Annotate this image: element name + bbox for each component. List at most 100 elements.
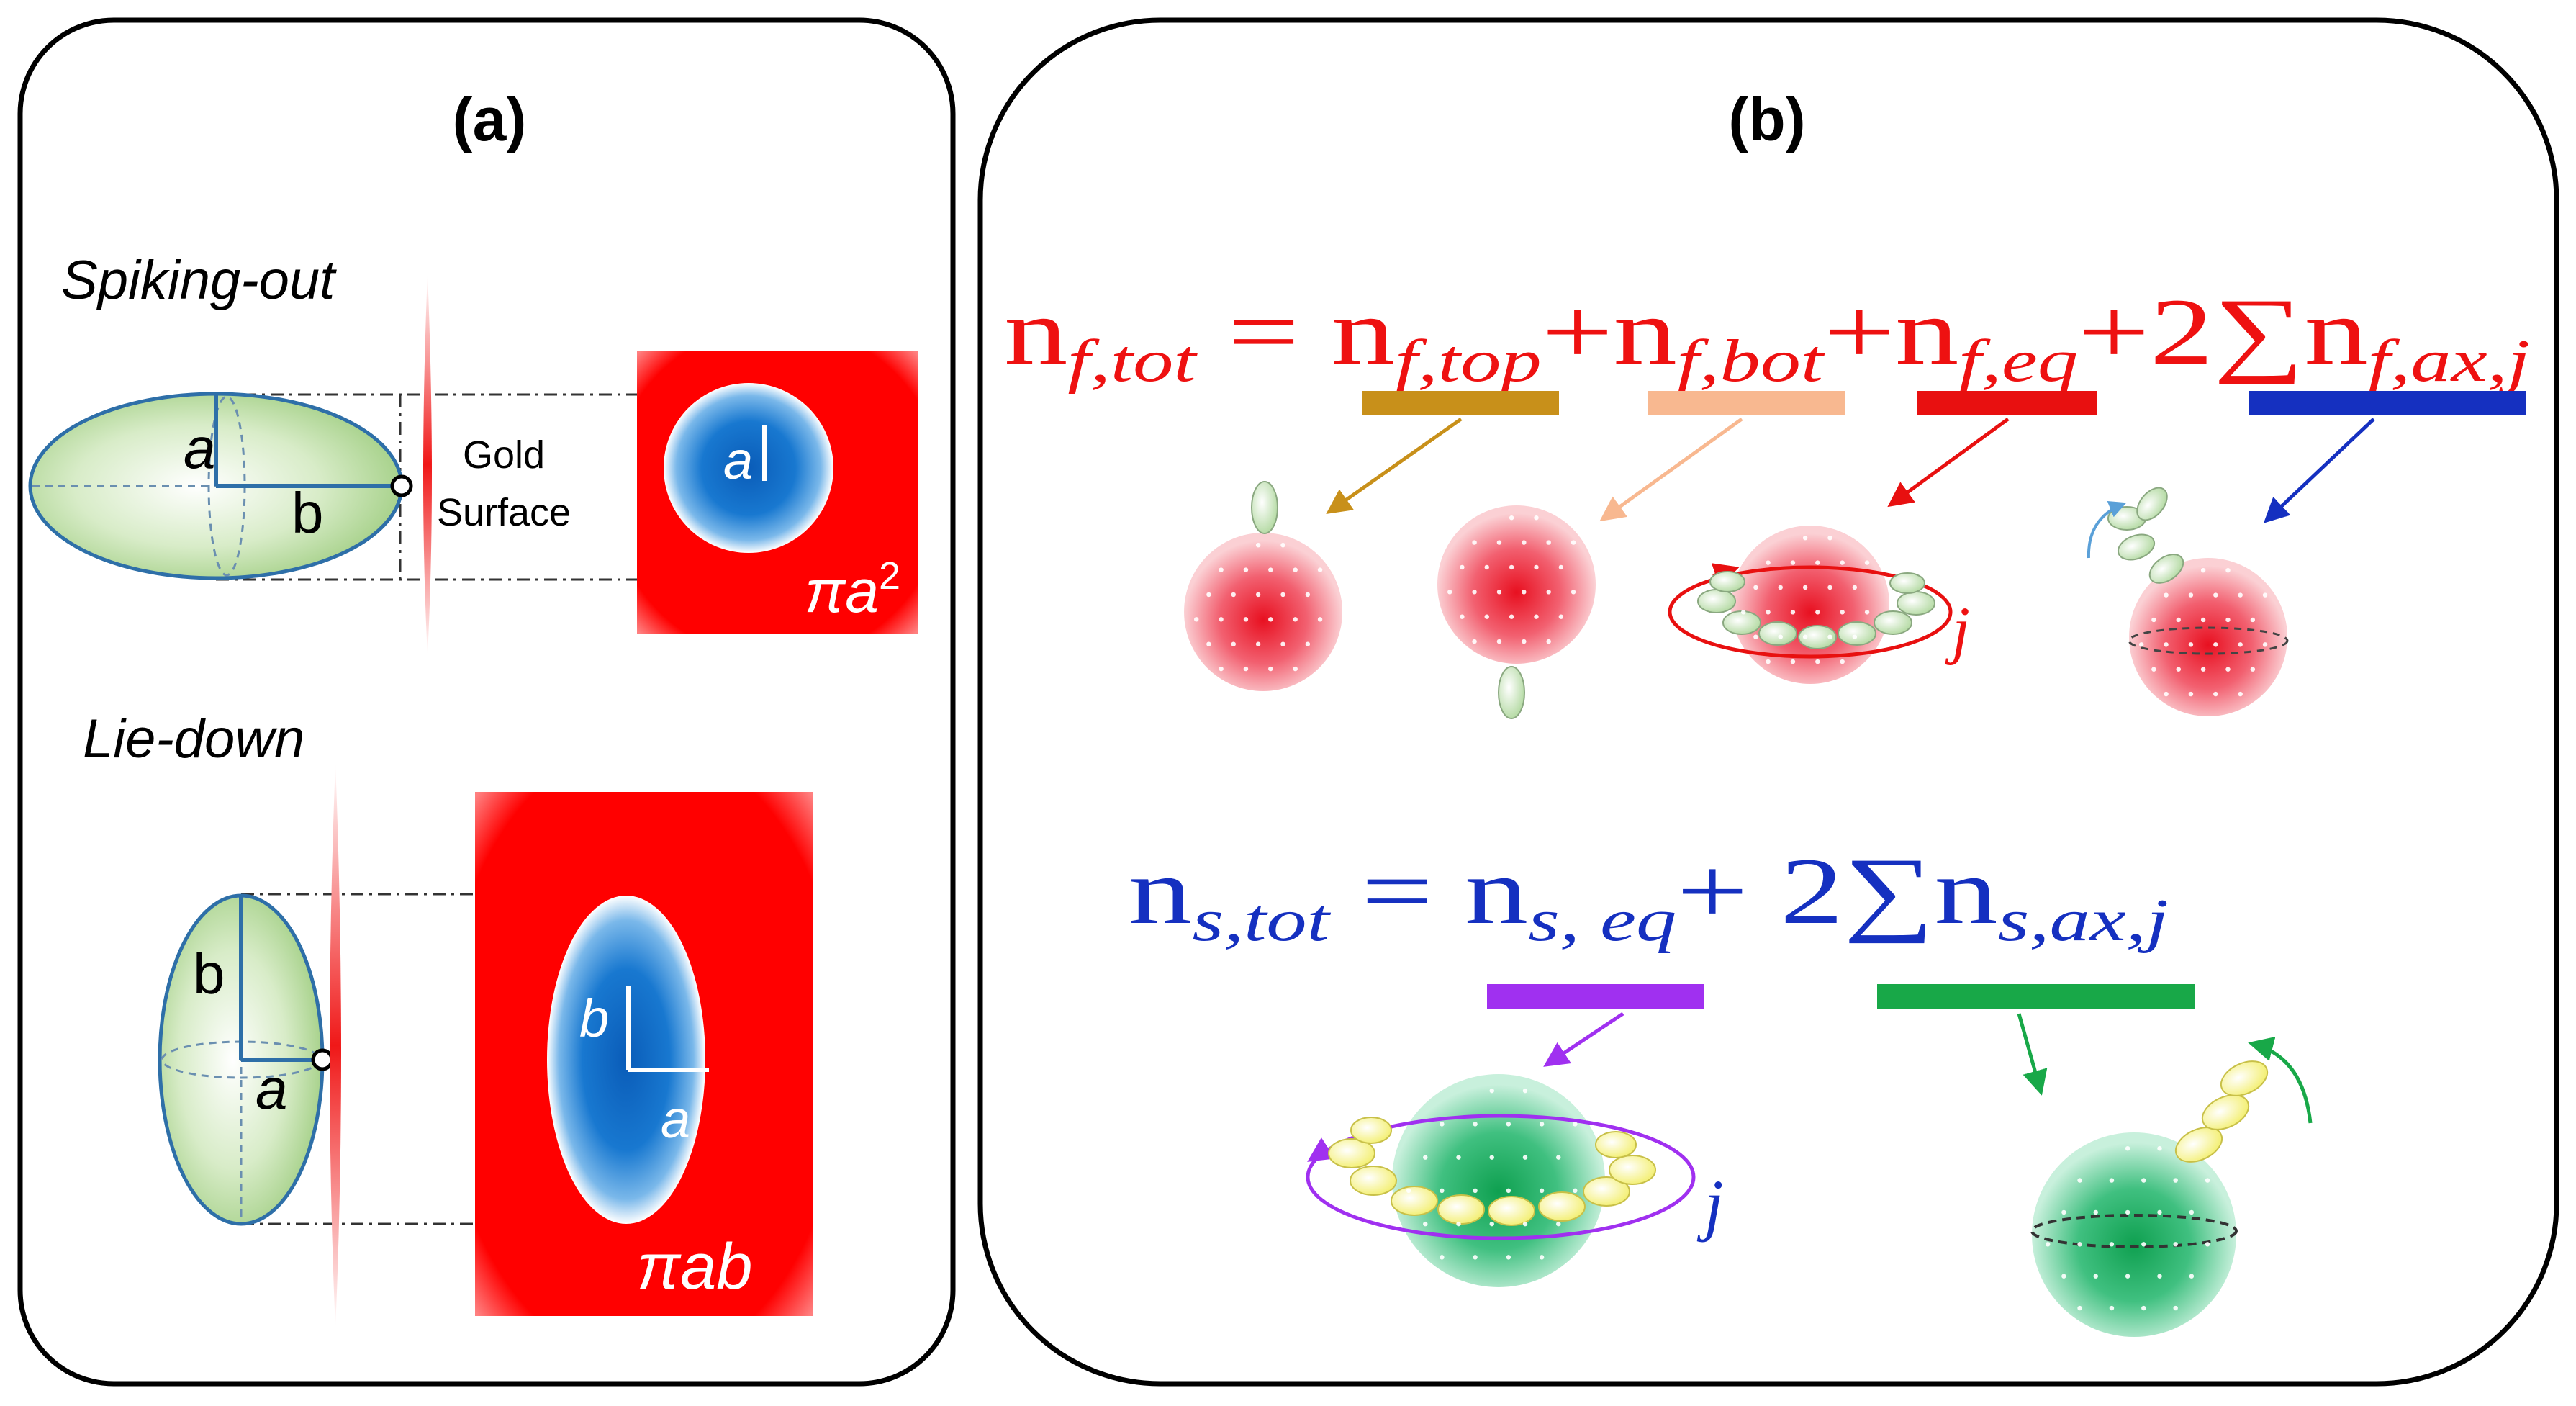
area-label: πab	[637, 1231, 752, 1303]
f-ax-sphere	[2087, 487, 2289, 716]
bar-f-ax	[2249, 391, 2526, 415]
surface-dot	[2164, 691, 2169, 697]
bar-f-eq	[1917, 391, 2097, 415]
surface-dot	[1802, 535, 1808, 541]
surface-dot	[1219, 617, 1224, 622]
surface-dot	[2109, 1178, 2115, 1183]
surface-dot	[1484, 564, 1489, 570]
surface-dot	[1473, 1122, 1478, 1127]
surface-dot	[1571, 590, 1576, 595]
surface-dot	[1472, 590, 1477, 595]
surface-dot	[1864, 560, 1870, 565]
surface-dot	[2077, 1178, 2082, 1183]
surface-dot	[1496, 540, 1502, 545]
sphere-surface-dots	[1406, 1088, 1578, 1260]
surface-dot	[1539, 1255, 1545, 1260]
arrow-f-bot	[1599, 417, 1743, 522]
projection-a-label: a	[661, 1089, 690, 1149]
arrow-s-eq	[1543, 1011, 1624, 1067]
surface-dot	[1790, 560, 1796, 565]
surface-dot	[1243, 567, 1249, 572]
surface-dot	[2125, 1145, 2130, 1151]
gold-surface-line	[423, 274, 432, 655]
surface-dot	[1778, 585, 1783, 590]
surface-dot	[1509, 614, 1514, 619]
arrow-f-ax	[2263, 418, 2375, 523]
surface-dot	[2141, 1242, 2146, 1247]
panel-b-frame	[977, 17, 2559, 1387]
surface-dot	[1293, 567, 1298, 572]
surface-dot	[2238, 691, 2243, 697]
surface-dot	[1255, 641, 1261, 646]
rotation-orbit	[1306, 1114, 1696, 1240]
lie-down-section: Lie-down b a b a πab	[83, 708, 813, 1328]
surface-dot	[1753, 634, 1758, 639]
surface-dot	[1556, 1155, 1561, 1160]
surface-dot	[1840, 610, 1845, 615]
surface-dot	[1489, 1221, 1494, 1227]
surface-dot	[1280, 641, 1285, 646]
projection-disc	[664, 383, 833, 553]
surface-dot	[2225, 667, 2231, 672]
surface-dot	[1815, 560, 1820, 565]
surface-dot	[1573, 1188, 1578, 1194]
surface-dot	[1472, 639, 1477, 644]
surface-dot	[2200, 667, 2206, 672]
surface-dot	[1558, 564, 1564, 570]
surface-dot	[1484, 614, 1489, 619]
gold-surface-line	[330, 763, 341, 1328]
surface-dot	[1522, 1088, 1528, 1094]
surface-dot	[1268, 666, 1273, 672]
sphere-surface-dots	[1447, 515, 1576, 644]
surface-dot	[1534, 614, 1539, 619]
surface-dot	[1440, 1122, 1445, 1127]
surface-dot	[1473, 1255, 1478, 1260]
surface-dot	[2213, 592, 2218, 598]
surface-dot	[2109, 1305, 2115, 1311]
surface-dot	[1193, 617, 1199, 622]
surface-dot	[1522, 540, 1527, 545]
surface-dot	[1255, 592, 1261, 598]
surface-dot	[1219, 567, 1224, 572]
f-eq-sphere: j	[1668, 526, 1970, 684]
equator-dashed	[2128, 626, 2289, 655]
surface-dot	[2157, 1274, 2162, 1279]
axis-b-label: b	[193, 942, 225, 1006]
spiking-out-section: Spiking-out a b Gold Surface a πa2	[28, 250, 918, 655]
surface-dot	[1827, 585, 1832, 590]
surface-dot	[1852, 634, 1858, 639]
surface-dot	[1827, 634, 1832, 639]
surface-dot	[2238, 642, 2243, 647]
projection-a-label: a	[723, 431, 753, 490]
gold-surface-label: Surface	[437, 491, 571, 534]
surface-dot	[2213, 691, 2218, 697]
surface-dot	[1280, 542, 1285, 548]
surface-dot	[1522, 590, 1527, 595]
surface-dot	[2200, 617, 2206, 623]
surface-dot	[2250, 617, 2256, 623]
surface-dot	[1268, 617, 1273, 622]
surface-dot	[2200, 567, 2206, 573]
surface-dot	[1506, 1255, 1511, 1260]
rotation-arrow	[1307, 1137, 1336, 1162]
surface-dot	[2176, 667, 2181, 672]
surface-dot	[1852, 585, 1858, 590]
surface-dot	[1317, 617, 1323, 622]
surface-dot	[2093, 1209, 2098, 1215]
surface-dot	[2151, 617, 2156, 623]
surface-dot	[1827, 535, 1832, 541]
surface-dot	[1456, 1221, 1461, 1227]
surface-dot	[1447, 590, 1452, 595]
surface-dot	[2205, 1242, 2210, 1247]
surface-dot	[1790, 659, 1796, 664]
surface-dot	[2188, 691, 2194, 697]
surface-dot	[1423, 1155, 1428, 1160]
surface-dot	[1280, 592, 1285, 598]
surface-dot	[2077, 1305, 2082, 1311]
gold-surface-label: Gold	[463, 433, 545, 477]
surface-dot	[1546, 590, 1551, 595]
axis-a-label: a	[256, 1057, 288, 1121]
surface-dot	[2125, 1274, 2130, 1279]
